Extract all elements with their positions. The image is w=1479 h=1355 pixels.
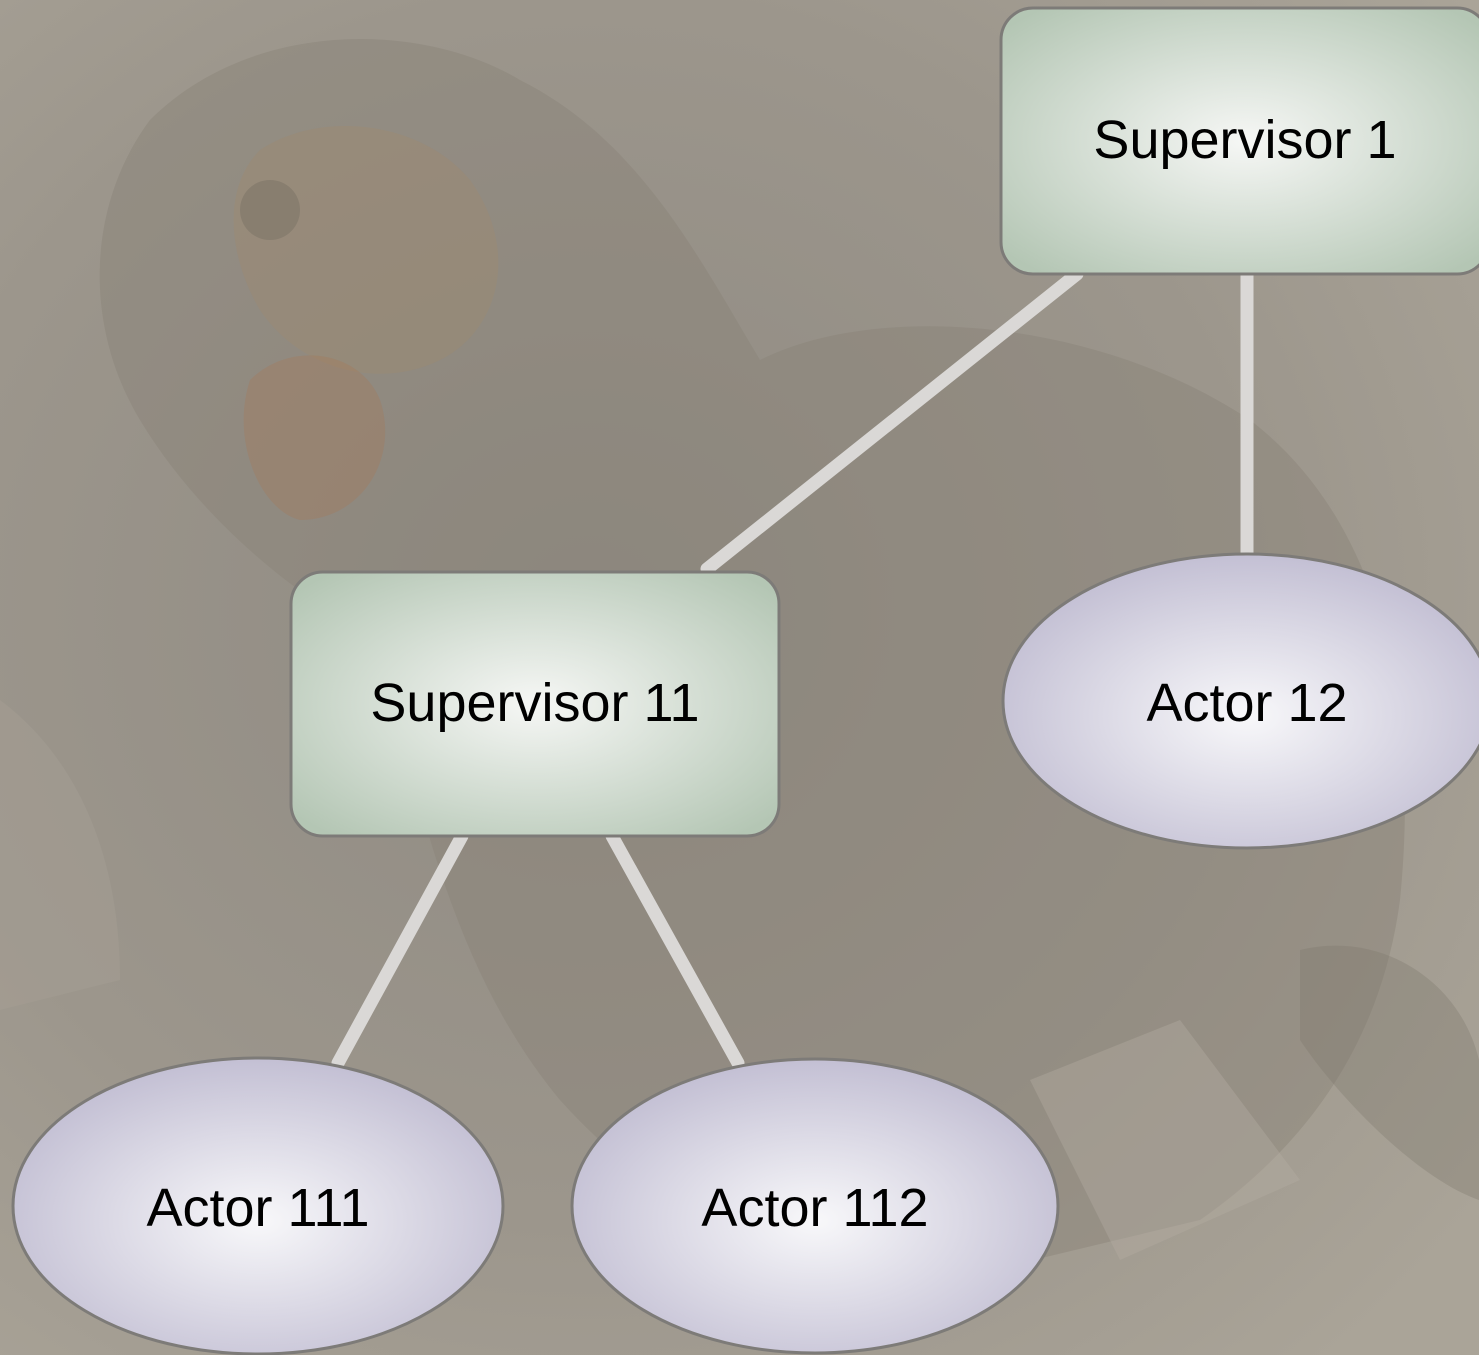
supervisor-11-box [289,570,781,838]
supervisor-11-node[interactable]: Supervisor 11 [289,570,781,838]
actor-12-ellipse [1001,552,1479,850]
actor-12-label: Actor 12 [1146,673,1347,733]
actor-111-node[interactable]: Actor 111 [11,1056,505,1355]
supervisor-1-node[interactable]: Supervisor 1 [999,6,1479,276]
actor-112-label: Actor 112 [701,1178,928,1238]
edge-supervisor-1-to-supervisor-11 [700,267,1084,576]
edge-supervisor-11-to-actor-111 [331,829,469,1070]
edges [331,267,1254,1070]
actor-112-ellipse [570,1057,1060,1355]
actor-111-label: Actor 111 [146,1178,369,1238]
actor-12-node[interactable]: Actor 12 [1001,552,1479,850]
supervisor-1-label: Supervisor 1 [1093,110,1396,170]
supervisor-11-label: Supervisor 11 [370,673,699,733]
actor-112-node[interactable]: Actor 112 [570,1057,1060,1355]
actor-111-ellipse [11,1056,505,1355]
supervisor-1-box [999,6,1479,276]
edge-supervisor-11-to-actor-112 [605,829,745,1070]
